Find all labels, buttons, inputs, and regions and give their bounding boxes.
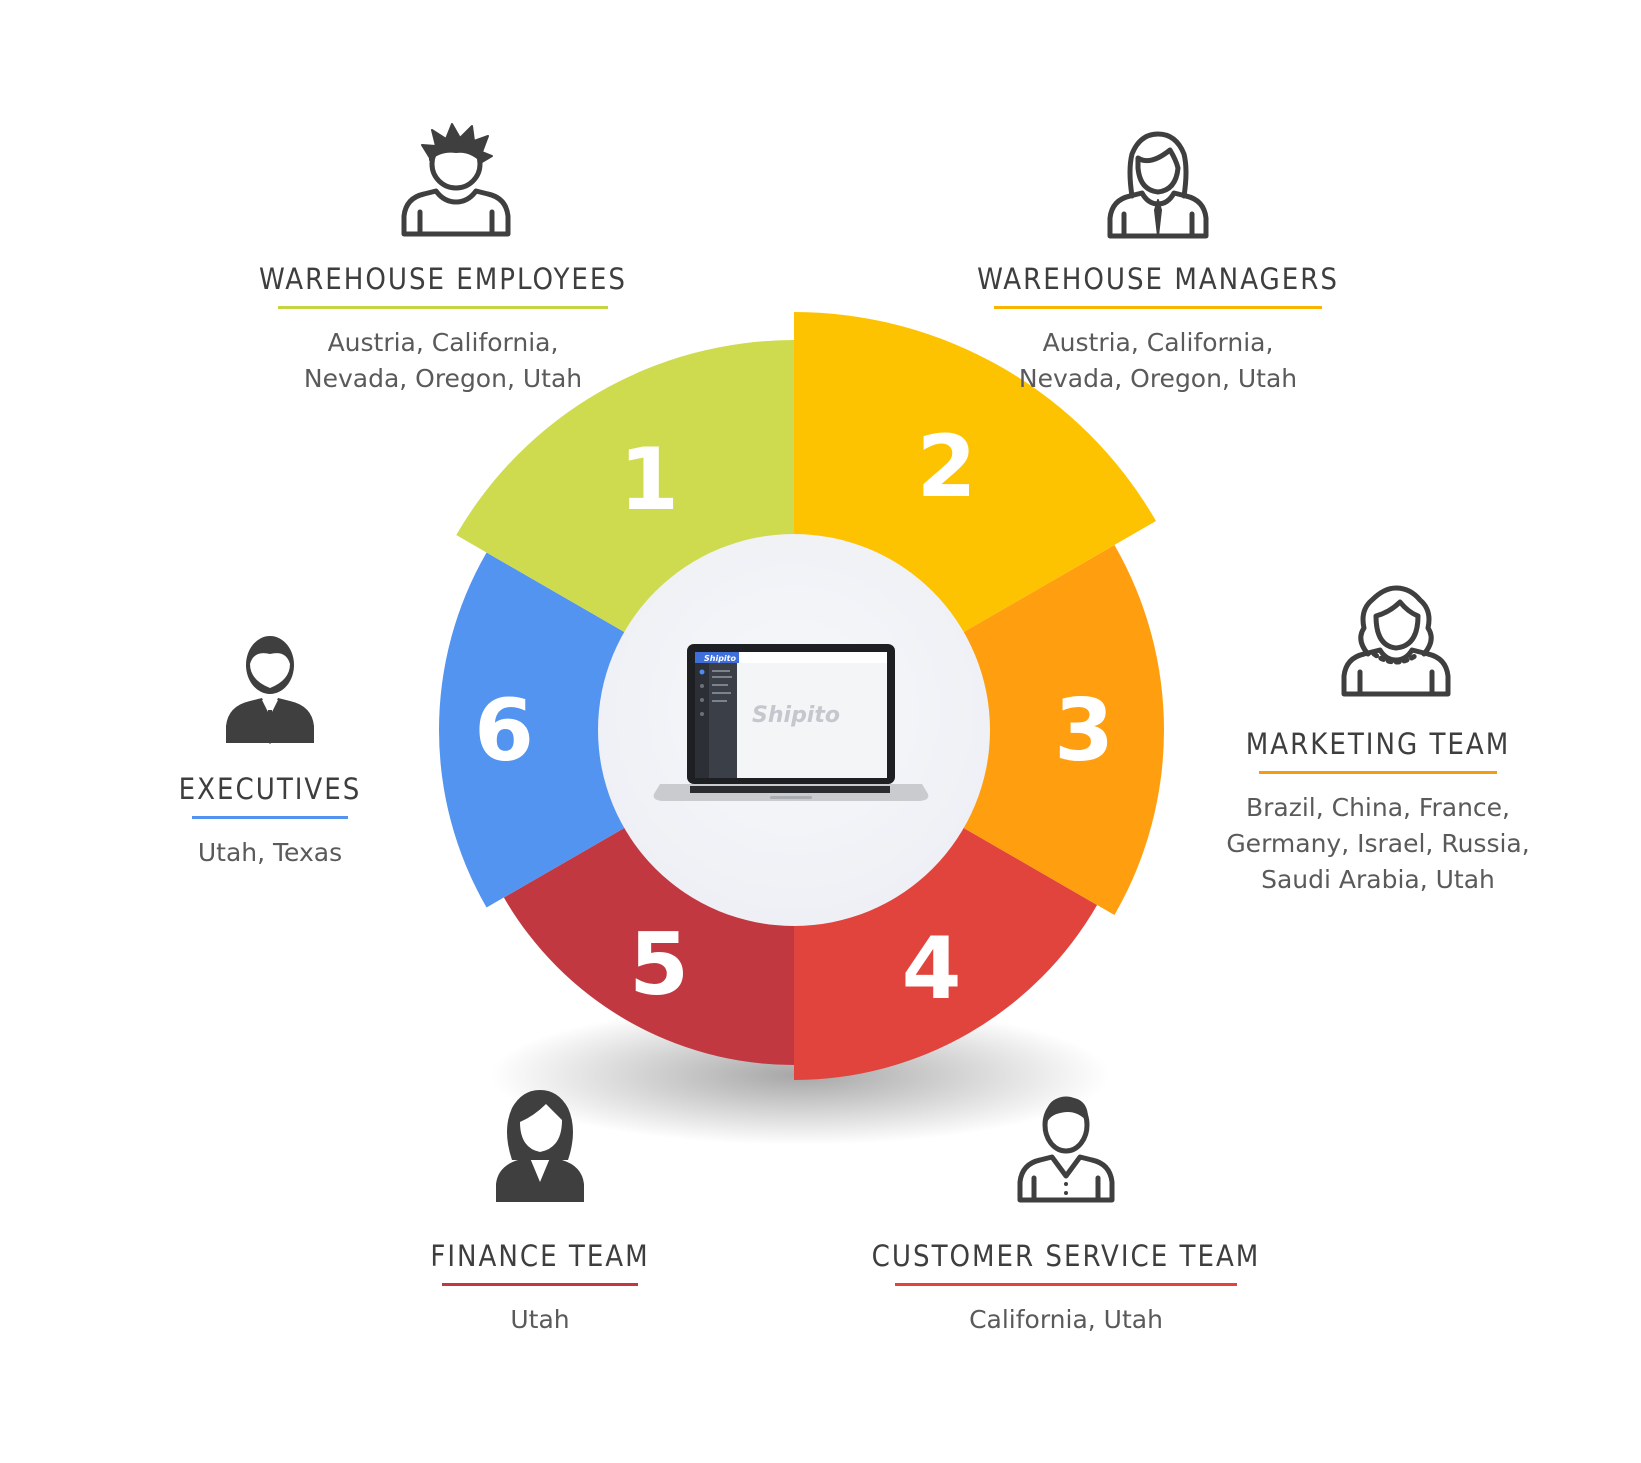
team-locations: Austria, California, Nevada, Oregon, Uta… <box>958 325 1358 397</box>
location-line: Austria, California, <box>327 328 559 357</box>
segment-number-2: 2 <box>917 417 977 517</box>
person-spiky-hair-icon <box>401 123 511 237</box>
ring-segment-5 <box>503 825 794 1065</box>
team-warehouse-employees: WAREHOUSE EMPLOYEES Austria, California,… <box>243 262 643 397</box>
location-line: Nevada, Oregon, Utah <box>303 364 583 393</box>
team-locations: California, Utah <box>866 1302 1266 1338</box>
segment-number-5: 5 <box>629 915 689 1015</box>
businesswoman-icon <box>496 1090 584 1202</box>
location-line: Germany, Israel, Russia, <box>1226 829 1530 858</box>
team-underline <box>994 306 1322 309</box>
team-finance: FINANCE TEAM Utah <box>390 1239 690 1338</box>
team-title: MARKETING TEAM <box>1245 727 1511 761</box>
team-title: CUSTOMER SERVICE TEAM <box>871 1239 1261 1273</box>
team-underline <box>278 306 608 309</box>
team-underline <box>1259 771 1497 774</box>
team-locations: Brazil, China, France, Germany, Israel, … <box>1178 790 1578 898</box>
location-line: Nevada, Oregon, Utah <box>1018 364 1298 393</box>
ring-segments: 1 2 3 4 5 6 <box>439 312 1164 1080</box>
team-title: WAREHOUSE MANAGERS <box>977 262 1339 296</box>
ring-segment-3 <box>958 545 1164 915</box>
team-customer-service: CUSTOMER SERVICE TEAM California, Utah <box>866 1239 1266 1338</box>
team-executives: EXECUTIVES Utah, Texas <box>120 772 420 871</box>
location-line: Austria, California, <box>1042 328 1274 357</box>
team-locations: Utah <box>390 1302 690 1338</box>
team-title: FINANCE TEAM <box>430 1239 650 1273</box>
man-polo-icon <box>1017 1096 1115 1203</box>
location-line: Saudi Arabia, Utah <box>1261 865 1495 894</box>
location-line: California, Utah <box>969 1305 1163 1334</box>
laptop-illustration: Shipito Shipito <box>653 644 929 801</box>
team-marketing: MARKETING TEAM Brazil, China, France, Ge… <box>1178 727 1578 898</box>
laptop-logo-text: Shipito <box>752 703 840 728</box>
segment-number-1: 1 <box>619 430 679 530</box>
team-locations: Utah, Texas <box>120 835 420 871</box>
segment-number-6: 6 <box>474 681 534 781</box>
location-line: Brazil, China, France, <box>1245 793 1511 822</box>
ring-segment-2 <box>794 312 1156 635</box>
team-warehouse-managers: WAREHOUSE MANAGERS Austria, California, … <box>958 262 1358 397</box>
team-title: WAREHOUSE EMPLOYEES <box>259 262 627 296</box>
team-title: EXECUTIVES <box>178 772 362 806</box>
team-underline <box>442 1283 638 1286</box>
laptop-screen-logo: Shipito <box>704 654 736 663</box>
location-line: Utah <box>510 1305 570 1334</box>
segment-number-3: 3 <box>1054 681 1114 781</box>
team-underline <box>895 1283 1237 1286</box>
location-line: Utah, Texas <box>197 838 343 867</box>
woman-with-tie-icon <box>1107 131 1209 239</box>
woman-icon <box>1341 585 1451 697</box>
ring-segment-6 <box>439 552 630 908</box>
ring-segment-1 <box>456 340 794 635</box>
team-underline <box>192 816 348 819</box>
team-locations: Austria, California, Nevada, Oregon, Uta… <box>243 325 643 397</box>
businessman-icon <box>226 636 314 744</box>
ring-segment-4 <box>794 825 1098 1080</box>
segment-number-4: 4 <box>902 919 962 1019</box>
